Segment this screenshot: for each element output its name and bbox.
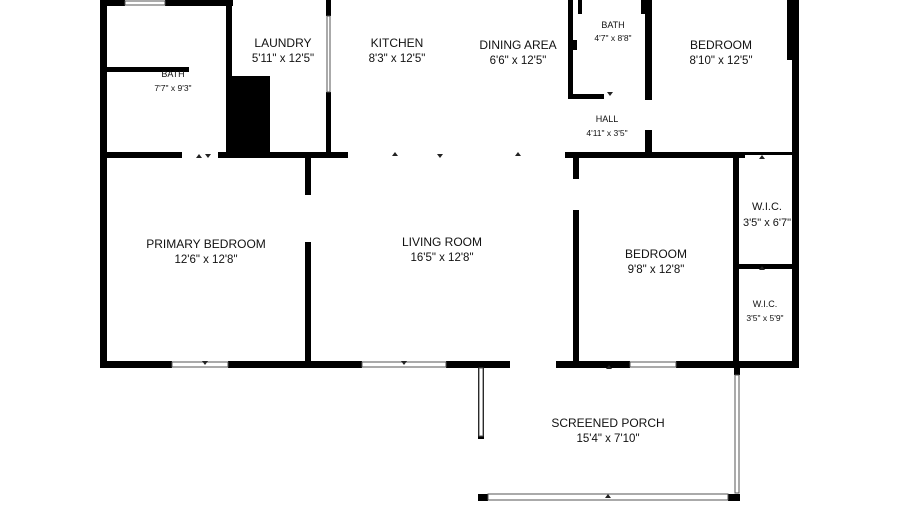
dining-name: DINING AREA	[479, 38, 556, 52]
door-tick	[515, 152, 521, 156]
door-tick	[205, 154, 211, 158]
porch-name: SCREENED PORCH	[551, 416, 664, 430]
wic-bottom-dims: 3'5" x 5'9"	[746, 313, 783, 323]
wall-bath-top-bottom	[568, 94, 604, 99]
hall-dims: 4'11" x 3'5"	[586, 128, 627, 138]
screen-porch-right	[734, 374, 740, 494]
bedroom-top-dims: 8'10" x 12'5"	[689, 55, 752, 67]
primary-bedroom-name: PRIMARY BEDROOM	[146, 237, 266, 251]
wall-mid-h-4	[743, 152, 799, 155]
wall-bottom-3	[446, 361, 510, 368]
window-top-left	[124, 0, 166, 6]
wall-wic-mid	[736, 264, 796, 269]
dining-dims: 6'6" x 12'5"	[490, 55, 547, 67]
wall-living-bedroom-2	[573, 210, 579, 364]
door-tick	[759, 155, 765, 159]
kitchen-dims: 8'3" x 12'5"	[369, 53, 426, 65]
door-tick	[437, 154, 443, 158]
wall-mid-h-2	[218, 152, 348, 158]
bath-top-dims: 4'7" x 8'8"	[594, 33, 631, 43]
door-tick	[605, 494, 611, 498]
bedroom-mid-name: BEDROOM	[625, 247, 687, 261]
wic-bottom-name: W.I.C.	[753, 299, 778, 309]
wall-bottom-4	[556, 361, 630, 368]
wall-living-bedroom-1	[573, 155, 579, 179]
hall-name: HALL	[596, 114, 619, 124]
wall-laundry-right-1	[326, 0, 331, 16]
wall-hall-right	[645, 130, 652, 158]
door-tick	[607, 92, 613, 96]
door-tick	[401, 361, 407, 365]
wic-top-dims: 3'5" x 6'7"	[743, 217, 791, 229]
door-tick	[606, 365, 612, 369]
wall-bottom-2	[228, 361, 362, 368]
wall-primary-living-2	[305, 242, 311, 364]
wall-bath-top-tick-2	[641, 0, 645, 14]
door-tick	[392, 152, 398, 156]
porch-dims: 15'4" x 7'10"	[576, 433, 639, 445]
wall-bath-top-right	[645, 0, 652, 100]
primary-bedroom-dims: 12'6" x 12'8"	[174, 254, 237, 266]
wall-top-left-2	[165, 0, 233, 6]
wall-mid-h-1	[100, 152, 182, 158]
wall-mid-h-3	[565, 152, 745, 158]
wall-bath-left-v	[226, 6, 232, 156]
wall-top-left-1	[100, 0, 125, 6]
utility-block	[230, 76, 270, 154]
wall-top-right-stub	[787, 0, 792, 60]
wall-wic-left	[733, 155, 739, 365]
wall-primary-living	[305, 155, 311, 195]
room-labels: LAUNDRY 5'11" x 12'5" KITCHEN 8'3" x 12'…	[146, 20, 791, 445]
laundry-dims: 5'11" x 12'5"	[252, 53, 314, 65]
wall-bath-left-h	[107, 67, 189, 72]
wall-bath-top-rail	[572, 40, 577, 50]
wic-top-name: W.I.C.	[752, 201, 782, 213]
door-tick	[196, 154, 202, 158]
door-markers	[196, 92, 765, 498]
bath-top-name: BATH	[601, 20, 624, 30]
wall-bath-top-left	[568, 0, 573, 98]
bedroom-mid-dims: 9'8" x 12'8"	[628, 264, 685, 276]
window-primary	[171, 361, 229, 368]
wall-exterior-right	[792, 0, 799, 368]
bath-left-name: BATH	[161, 69, 184, 79]
door-tick	[202, 361, 208, 365]
wall-exterior-left	[100, 0, 107, 368]
window-bedroom	[629, 361, 677, 368]
bedroom-top-name: BEDROOM	[690, 38, 752, 52]
bath-left-dims: 7'7" x 9'3"	[154, 83, 191, 93]
door-tick	[759, 266, 765, 270]
living-room-name: LIVING ROOM	[402, 235, 482, 249]
wall-bath-top-tick	[578, 0, 582, 14]
laundry-name: LAUNDRY	[254, 36, 311, 50]
wall-laundry-right-2	[326, 92, 331, 156]
kitchen-name: KITCHEN	[371, 36, 424, 50]
porch-bottom-right	[728, 494, 740, 501]
living-room-dims: 16'5" x 12'8"	[410, 252, 473, 264]
window-laundry-kitchen	[326, 15, 331, 93]
screen-porch-left	[478, 367, 484, 437]
porch-bottom-left	[478, 494, 488, 501]
wall-bottom-1	[100, 361, 172, 368]
porch-post-right	[734, 365, 740, 375]
